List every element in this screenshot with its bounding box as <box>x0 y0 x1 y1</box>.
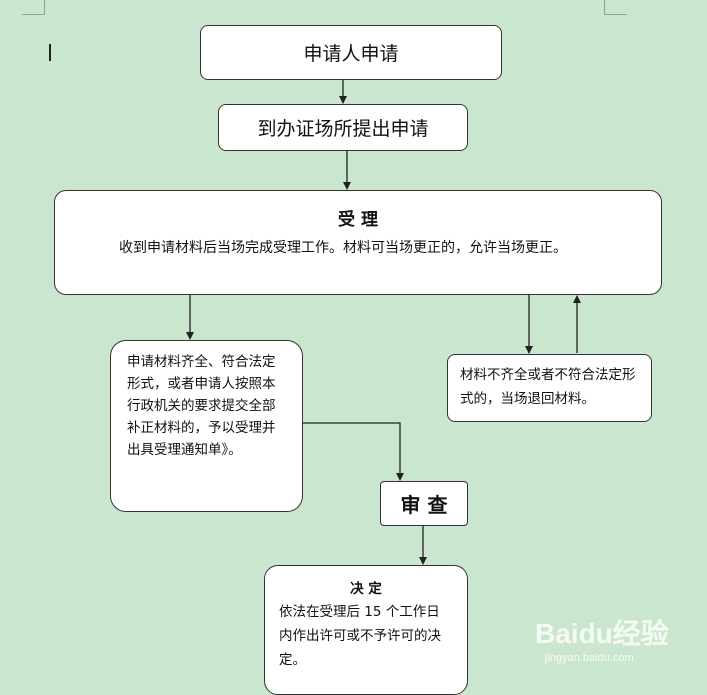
baidu-watermark: Baidu经验 jingyan.baidu.com <box>535 604 705 674</box>
node-applicant-apply-label: 申请人申请 <box>303 43 399 65</box>
node-accept-description: 收到申请材料后当场完成受理工作。材料可当场更正的，允许当场更正。 <box>119 240 567 256</box>
node-decision-title: 决 定 <box>350 581 382 597</box>
node-submit-application-label: 到办证场所提出申请 <box>257 118 429 140</box>
node-review-label: 审 查 <box>400 493 448 517</box>
node-materials-incomplete: 材料不齐全或者不符合法定形式的，当场退回材料。 <box>447 354 652 422</box>
node-accept: 受 理 收到申请材料后当场完成受理工作。材料可当场更正的，允许当场更正。 <box>54 190 662 295</box>
text-cursor <box>49 44 51 61</box>
page-corner-mark-right <box>604 0 627 15</box>
node-materials-incomplete-text: 材料不齐全或者不符合法定形式的，当场退回材料。 <box>460 367 636 407</box>
watermark-brand: Baidu经验 <box>535 618 669 649</box>
node-decision: 决 定 依法在受理后 15 个工作日内作出许可或不予许可的决定。 <box>264 565 468 695</box>
node-submit-application: 到办证场所提出申请 <box>218 104 468 151</box>
node-review: 审 查 <box>380 481 468 526</box>
watermark-url: jingyan.baidu.com <box>545 652 634 664</box>
flow-arrows <box>186 80 581 565</box>
arrow-complete-to-review <box>303 422 404 481</box>
node-materials-complete: 申请材料齐全、符合法定形式，或者申请人按照本行政机关的要求提交全部补正材料的，予… <box>110 340 303 512</box>
node-materials-complete-text: 申请材料齐全、符合法定形式，或者申请人按照本行政机关的要求提交全部补正材料的，予… <box>127 354 276 458</box>
node-accept-title: 受 理 <box>338 210 378 230</box>
node-applicant-apply: 申请人申请 <box>200 25 502 80</box>
node-decision-text: 依法在受理后 15 个工作日内作出许可或不予许可的决定。 <box>279 604 441 668</box>
page-corner-mark-left <box>22 0 45 15</box>
